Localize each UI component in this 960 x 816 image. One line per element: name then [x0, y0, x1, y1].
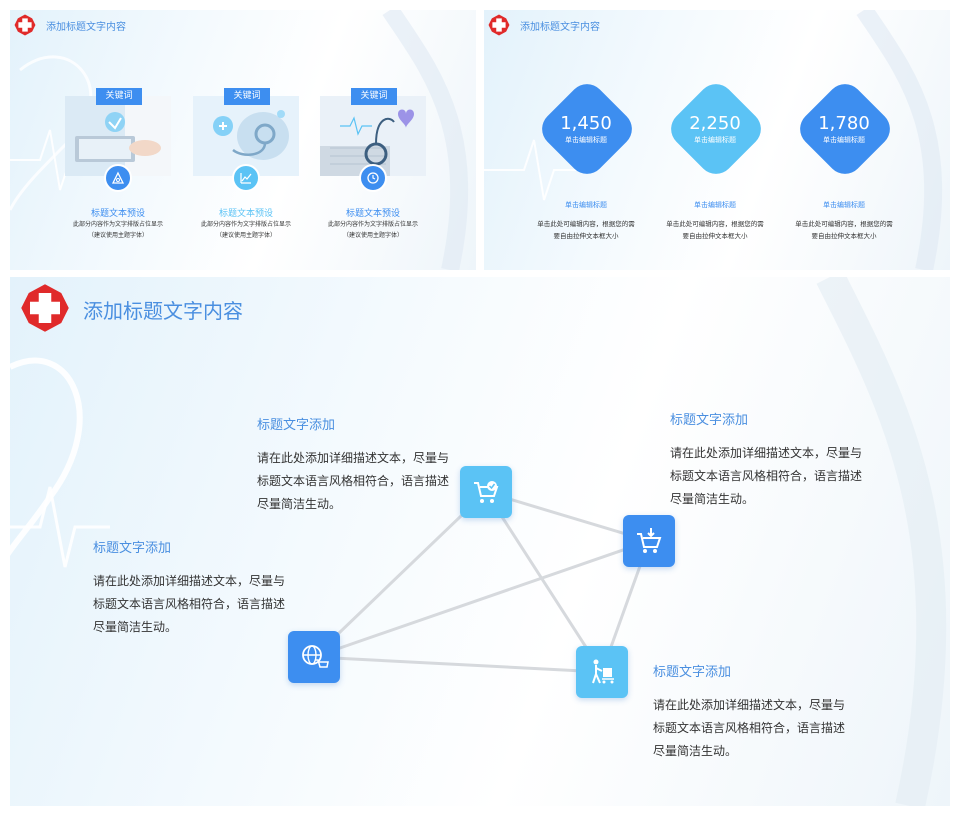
card-title: 标题文本预设 [345, 209, 400, 219]
cart-check-icon [474, 481, 499, 503]
card-description: 此部分内容作为文字排版占位显示 （建议使用主题字体） [327, 221, 418, 239]
stat-value: 2,250 [689, 113, 741, 134]
red-cross-logo [14, 14, 36, 36]
stat-label: 单击编辑标题 [565, 136, 607, 144]
stat-description: 单击此处可编辑内容，根据您的需 要自由拉伸文本框大小 [795, 220, 893, 240]
block-title: 标题文字添加 [670, 413, 749, 428]
block-description: 请在此处添加详细描述文本，尽量与 标题文本语言风格相符合，语言描述 尽量简洁生动… [653, 698, 846, 758]
cart-check-node [460, 466, 512, 518]
stethoscope-hands-photo [193, 96, 299, 176]
card-title: 标题文本预设 [90, 209, 145, 219]
block-description: 请在此处添加详细描述文本，尽量与 标题文本语言风格相符合，语言描述 尽量简洁生动… [93, 574, 286, 634]
block-title: 标题文字添加 [257, 418, 336, 433]
text-block: 标题文字添加 请在此处添加详细描述文本，尽量与 标题文本语言风格相符合，语言描述… [653, 664, 863, 763]
clock-icon [359, 164, 387, 192]
stat-label: 单击编辑标题 [694, 136, 736, 144]
stat-title: 单击编辑标题 [565, 201, 607, 209]
block-description: 请在此处添加详细描述文本，尽量与 标题文本语言风格相符合，语言描述 尽量简洁生动… [670, 446, 863, 506]
slide-keyword-cards: 添加标题文字内容 关键词 标题文本预设 此部分内容作为文字排版占位显示 （建议使… [10, 10, 476, 270]
text-block: 标题文字添加 请在此处添加详细描述文本，尽量与 标题文本语言风格相符合，语言描述… [257, 417, 467, 516]
keyword-badge: 关键词 [224, 88, 270, 105]
keyword-badge: 关键词 [96, 88, 142, 105]
card-description: 此部分内容作为文字排版占位显示 （建议使用主题字体） [200, 221, 291, 239]
cart-download-node [623, 515, 675, 567]
cart-download-icon [637, 528, 662, 553]
globe-cart-icon [302, 645, 329, 668]
delivery-person-icon [592, 659, 614, 684]
stat-value: 1,450 [560, 113, 612, 134]
globe-cart-node [288, 631, 340, 683]
block-title: 标题文字添加 [93, 541, 172, 556]
slide-title: 添加标题文字内容 [83, 299, 243, 323]
text-block: 标题文字添加 请在此处添加详细描述文本，尽量与 标题文本语言风格相符合，语言描述… [670, 412, 880, 511]
red-cross-logo [488, 14, 510, 36]
text-block: 标题文字添加 请在此处添加详细描述文本，尽量与 标题文本语言风格相符合，语言描述… [93, 540, 303, 639]
stat-title: 单击编辑标题 [823, 201, 865, 209]
slide-title: 添加标题文字内容 [520, 22, 600, 33]
stat-description: 单击此处可编辑内容，根据您的需 要自由拉伸文本框大小 [537, 220, 635, 240]
stethoscope-keyboard-photo [320, 96, 426, 176]
stat-description: 单击此处可编辑内容，根据您的需 要自由拉伸文本框大小 [666, 220, 764, 240]
slide-statistics: 添加标题文字内容 1,450 单击编辑标题 单击编辑标题 单击此处可编辑内容，根… [484, 10, 950, 270]
block-title: 标题文字添加 [653, 665, 732, 680]
card-description: 此部分内容作为文字排版占位显示 （建议使用主题字体） [72, 221, 163, 239]
doctor-laptop-photo [65, 96, 171, 176]
slide-title: 添加标题文字内容 [46, 22, 126, 33]
slide-network-diagram: 添加标题文字内容 [10, 277, 950, 806]
stat-title: 单击编辑标题 [694, 201, 736, 209]
chart-icon [232, 164, 260, 192]
stat-value: 1,780 [818, 113, 870, 134]
card-title: 标题文本预设 [218, 209, 273, 219]
triangle-icon [104, 164, 132, 192]
keyword-badge: 关键词 [351, 88, 397, 105]
delivery-person-node [576, 646, 628, 698]
stat-label: 单击编辑标题 [823, 136, 865, 144]
block-description: 请在此处添加详细描述文本，尽量与 标题文本语言风格相符合，语言描述 尽量简洁生动… [257, 451, 450, 511]
red-cross-logo [21, 284, 69, 332]
